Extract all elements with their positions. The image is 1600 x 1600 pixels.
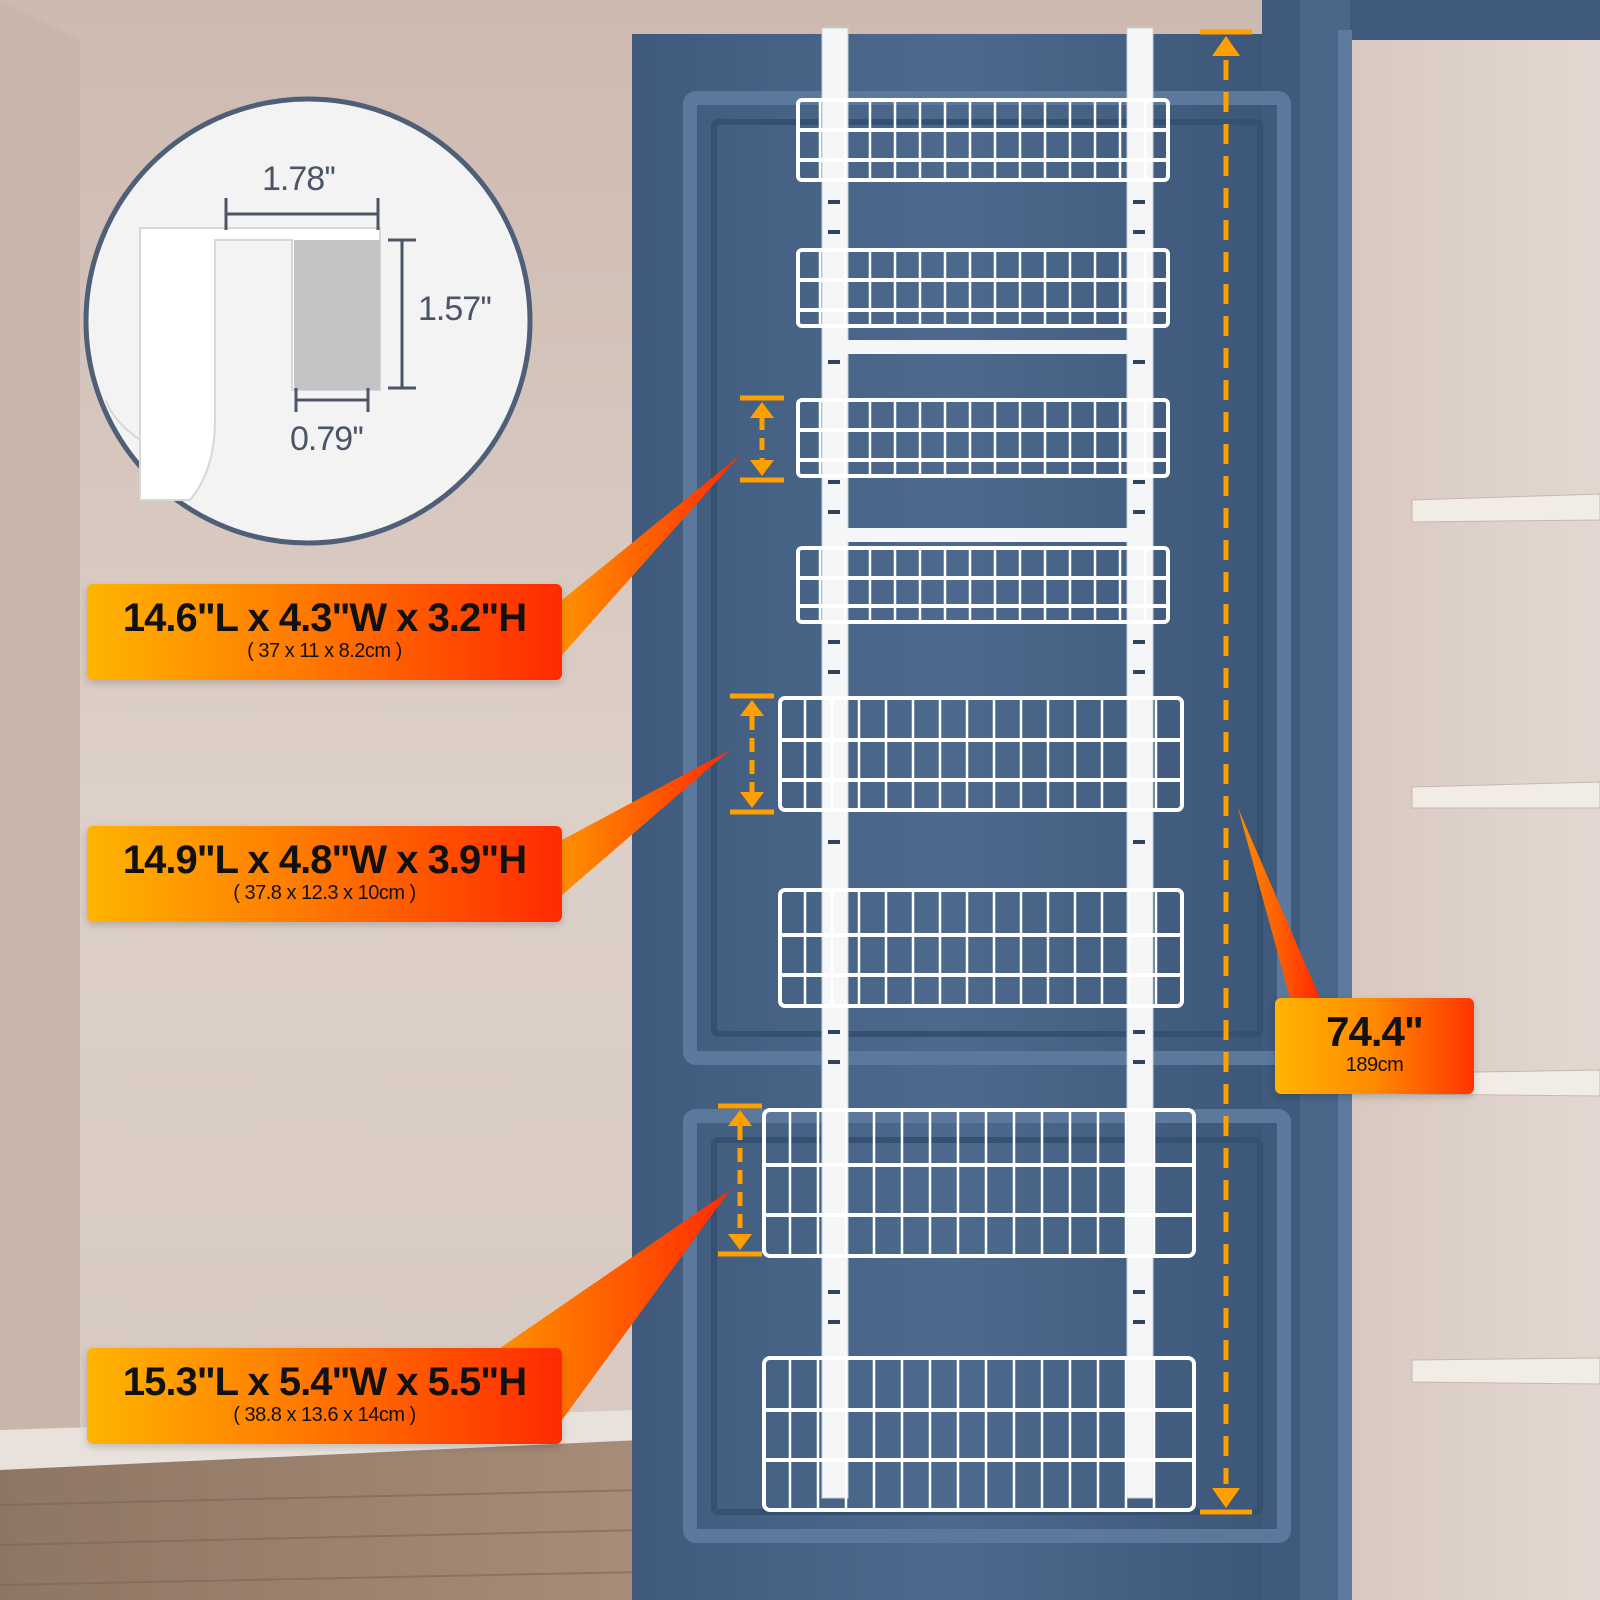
- basket-3: [796, 398, 1170, 478]
- basket-height-marker-top: [740, 395, 784, 483]
- small-basket-dimensions-inches: 14.6"L x 4.3"W x 3.2"H: [122, 596, 527, 640]
- hook-width-label: 1.78'': [262, 160, 336, 198]
- medium-basket-dimensions-badge: 14.9"L x 4.8"W x 3.9"H ( 37.8 x 12.3 x 1…: [87, 826, 562, 922]
- total-height-cm: 189cm: [1345, 1054, 1404, 1076]
- total-height-badge: 74.4" 189cm: [1275, 998, 1474, 1094]
- rack-crossbar-1: [842, 340, 1132, 354]
- basket-5: [778, 696, 1184, 812]
- hook-depth-label: 0.79'': [290, 420, 364, 458]
- total-callout-pointer: [1238, 808, 1320, 998]
- basket-1: [796, 98, 1170, 182]
- basket-6: [778, 888, 1184, 1008]
- large-basket-dimensions-inches: 15.3"L x 5.4"W x 5.5"H: [122, 1360, 527, 1404]
- basket-8: [762, 1356, 1196, 1512]
- total-height-dimension: [1200, 29, 1252, 1515]
- large-basket-dimensions-cm: ( 38.8 x 13.6 x 14cm ): [233, 1404, 416, 1426]
- closet-interior: [1350, 40, 1600, 1600]
- hook-height-label: 1.57'': [418, 290, 492, 328]
- basket-7: [762, 1108, 1196, 1258]
- basket-height-marker-bottom: [718, 1103, 762, 1257]
- basket-height-marker-middle: [730, 693, 774, 815]
- hook-inset: [83, 96, 533, 546]
- top-callout-pointer: [562, 455, 740, 655]
- wall-shadow: [0, 0, 80, 1470]
- rack-crossbar-2: [842, 528, 1132, 542]
- hook-dimension-lines: [224, 198, 416, 412]
- basket-2: [796, 248, 1170, 328]
- small-basket-dimensions-cm: ( 37 x 11 x 8.2cm ): [247, 640, 402, 662]
- basket-4: [796, 546, 1170, 624]
- upright-slots: [828, 200, 1145, 1324]
- floor: [0, 1440, 640, 1600]
- medium-basket-dimensions-cm: ( 37.8 x 12.3 x 10cm ): [233, 882, 416, 904]
- small-basket-dimensions-badge: 14.6"L x 4.3"W x 3.2"H ( 37 x 11 x 8.2cm…: [87, 584, 562, 680]
- large-basket-dimensions-badge: 15.3"L x 5.4"W x 5.5"H ( 38.8 x 13.6 x 1…: [87, 1348, 562, 1444]
- medium-basket-dimensions-inches: 14.9"L x 4.8"W x 3.9"H: [122, 838, 527, 882]
- rack-uprights: [821, 27, 1154, 1499]
- hook-illustration: [105, 227, 381, 501]
- middle-callout-pointer: [562, 750, 730, 895]
- total-height-inches: 74.4": [1326, 1008, 1424, 1055]
- door: [632, 34, 1262, 1600]
